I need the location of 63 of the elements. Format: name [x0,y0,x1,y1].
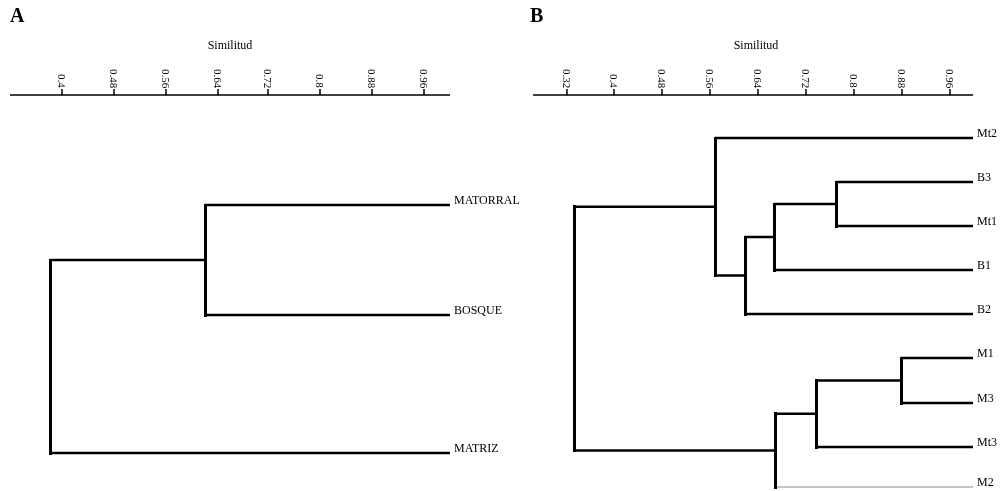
dendrogram-branch [774,486,974,488]
cluster-junction [743,235,747,316]
dendrogram-branch [901,401,973,405]
leaf-label: Mt3 [977,435,997,449]
panel-label: B [530,4,544,27]
leaf-label: MATRIZ [454,441,499,455]
cluster-junction [772,202,776,272]
tick-label: 0.96 [418,68,430,88]
tick-label: 0.96 [944,68,956,88]
dendrogram-branch [205,203,450,207]
tick-label: 0.88 [896,68,908,88]
tick-label: 0.72 [262,68,274,88]
tick-label: 0.8 [314,74,326,88]
tick-label: 0.88 [366,68,378,88]
panel-label: A [10,4,25,27]
tick-label: 0.72 [800,68,812,88]
cluster-junction [814,379,818,449]
tick-label: 0.8 [848,74,860,88]
dendrogram-branch [775,412,816,415]
cluster-junction [713,136,717,277]
dendrogram-branch [836,224,973,228]
dendrogram-branch [574,205,715,208]
tick-label: 0.56 [160,68,172,88]
tick-label: 0.48 [108,68,120,88]
dendrogram-branch [715,274,745,277]
leaf-label: B1 [977,258,991,272]
tick-label: 0.64 [212,68,224,88]
cluster-junction [48,258,52,455]
leaf-label: M3 [977,391,994,405]
leaf-label: Mt1 [977,214,997,228]
leaf-label: M2 [977,475,994,489]
dendrogram-branch [50,258,205,262]
cluster-junction [899,356,903,405]
axis-title: Similitud [733,38,779,53]
leaf-label: B3 [977,170,991,184]
leaf-label: BOSQUE [454,303,502,317]
cluster-junction [773,412,777,489]
dendrogram-branch [50,451,450,455]
axis-title: Similitud [207,38,253,53]
dendrogram-branch [574,449,775,452]
leaf-label: B2 [977,302,991,316]
cluster-junction [834,180,838,228]
cluster-junction [203,203,207,317]
dendrogram-branch [715,136,973,140]
leaf-label: Mt2 [977,126,997,140]
dendrogram-branch [774,202,836,206]
tick-label: 0.4 [608,74,620,88]
dendrogram-branch [816,445,973,449]
dendrogram-branch [745,235,774,239]
dendrogram-branch [745,312,973,316]
tick-label: 0.32 [561,68,573,88]
dendrogram-branch [901,356,973,360]
tick-label: 0.64 [752,68,764,88]
dendrogram-branch [205,313,450,317]
tick-label: 0.48 [656,68,668,88]
leaf-label: M1 [977,346,994,360]
dendrogram-branch [836,180,973,184]
dendrogram-branch [774,268,973,272]
dendrogram-branch [816,379,901,382]
tick-label: 0.56 [704,68,716,88]
leaf-label: MATORRAL [454,193,520,207]
tick-label: 0.4 [56,74,68,88]
cluster-junction [572,205,576,452]
